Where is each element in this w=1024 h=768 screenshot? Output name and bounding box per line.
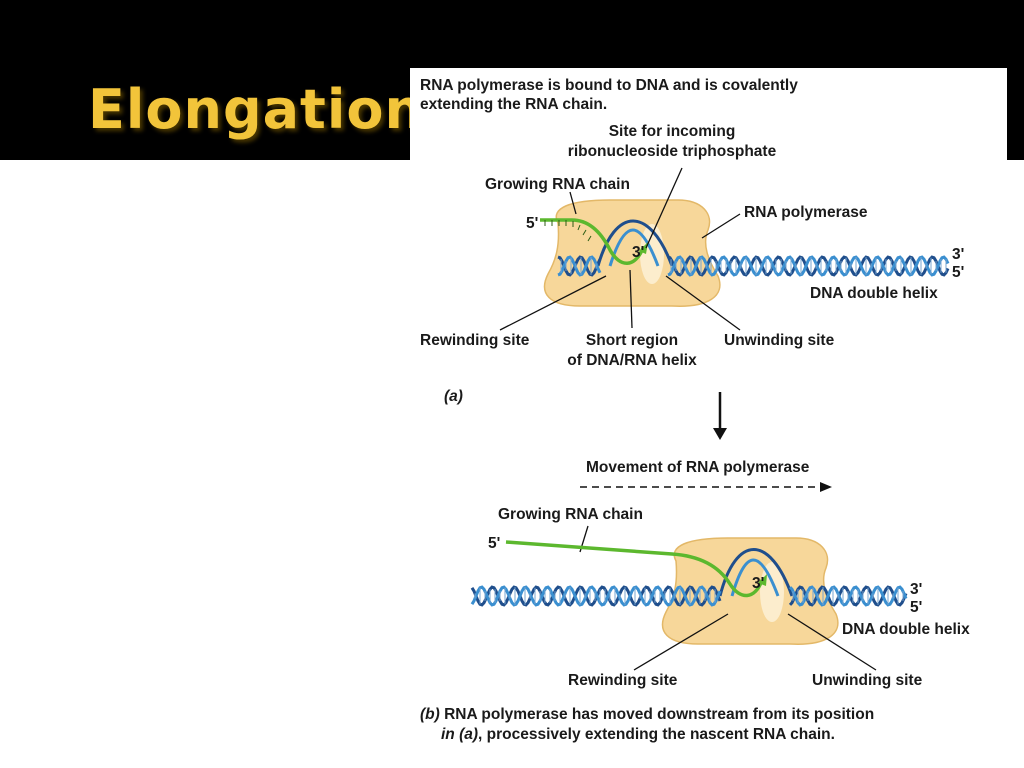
- label-dna-3prime-a: 3': [952, 246, 964, 263]
- label-growing-rna-b: Growing RNA chain: [498, 506, 643, 523]
- dna-double-helix-a: [557, 255, 950, 277]
- panel-label-a: (a): [444, 388, 463, 405]
- movement-arrowhead: [820, 482, 832, 492]
- leader-unwinding-site-a: [665, 275, 741, 331]
- leader-short-region: [629, 269, 633, 329]
- label-dna-3prime-b: 3': [910, 581, 922, 598]
- dna-strand: [470, 585, 722, 607]
- leader-rna-polymerase: [701, 213, 741, 239]
- caption-b-panel-label: (b): [420, 706, 440, 723]
- slide-title: Elongation: [88, 78, 424, 141]
- dna-strand: [470, 585, 722, 607]
- rna-polymerase-body-a: [543, 199, 721, 307]
- leader-rewinding-site-b: [633, 613, 729, 671]
- caption-a-line2: extending the RNA chain.: [420, 96, 607, 113]
- figure-background: [410, 68, 1007, 758]
- caption-b-line2: in (a), processively extending the nasce…: [441, 726, 835, 743]
- label-rewinding-site-b: Rewinding site: [568, 672, 678, 689]
- caption-b-reference: in (a): [441, 726, 478, 743]
- caption-b-line1: (b) RNA polymerase has moved downstream …: [420, 706, 874, 723]
- label-growing-rna-a: Growing RNA chain: [485, 176, 630, 193]
- label-rna-5prime-b: 5': [488, 535, 500, 552]
- label-rna-polymerase: RNA polymerase: [744, 204, 868, 221]
- label-short-region-line1: Short region: [586, 332, 678, 349]
- transcription-elongation-figure: RNA polymerase is bound to DNA and is co…: [410, 68, 1007, 758]
- caption-b-line2-text: , processively extending the nascent RNA…: [478, 726, 835, 743]
- dna-strand: [557, 255, 602, 277]
- label-movement: Movement of RNA polymerase: [586, 459, 810, 476]
- label-short-region-line2: of DNA/RNA helix: [567, 352, 697, 369]
- label-rna-5prime-a: 5': [526, 215, 538, 232]
- label-rewinding-site-a: Rewinding site: [420, 332, 530, 349]
- dna-template-strand-a: [608, 228, 660, 267]
- label-dna-helix-b: DNA double helix: [842, 621, 970, 638]
- dna-strand: [557, 255, 602, 277]
- label-unwinding-site-a: Unwinding site: [724, 332, 835, 349]
- rna-base-ticks-a: [544, 220, 592, 242]
- label-rna-3prime-b: 3': [752, 575, 764, 592]
- label-dna-5prime-b: 5': [910, 599, 922, 616]
- dna-template-strand-b: [730, 558, 780, 597]
- caption-b-line1-text: RNA polymerase has moved downstream from…: [440, 706, 874, 723]
- rna-chain-b: [505, 540, 764, 598]
- leader-unwinding-site-b: [787, 613, 877, 671]
- figure-canvas: RNA polymerase is bound to DNA and is co…: [410, 68, 1007, 758]
- down-arrow-head: [713, 428, 727, 440]
- leader-rewinding-site-a: [499, 275, 607, 331]
- label-dna-helix-a: DNA double helix: [810, 285, 938, 302]
- label-dna-5prime-a: 5': [952, 264, 964, 281]
- label-rna-3prime-a: 3': [632, 244, 644, 261]
- label-unwinding-site-b: Unwinding site: [812, 672, 923, 689]
- leader-incoming-site: [645, 167, 683, 249]
- dna-unwound-strand-a: [596, 219, 674, 267]
- dna-double-helix-b: [470, 585, 908, 607]
- label-incoming-site-line2: ribonucleoside triphosphate: [568, 143, 777, 160]
- rna-chain-a: [540, 218, 645, 265]
- caption-a-line1: RNA polymerase is bound to DNA and is co…: [420, 77, 798, 94]
- label-incoming-site-line1: Site for incoming: [609, 123, 736, 140]
- leader-growing-rna-a: [569, 191, 577, 215]
- rna-3prime-arrowhead-b: [758, 574, 767, 586]
- rna-3prime-arrowhead-a: [639, 242, 648, 254]
